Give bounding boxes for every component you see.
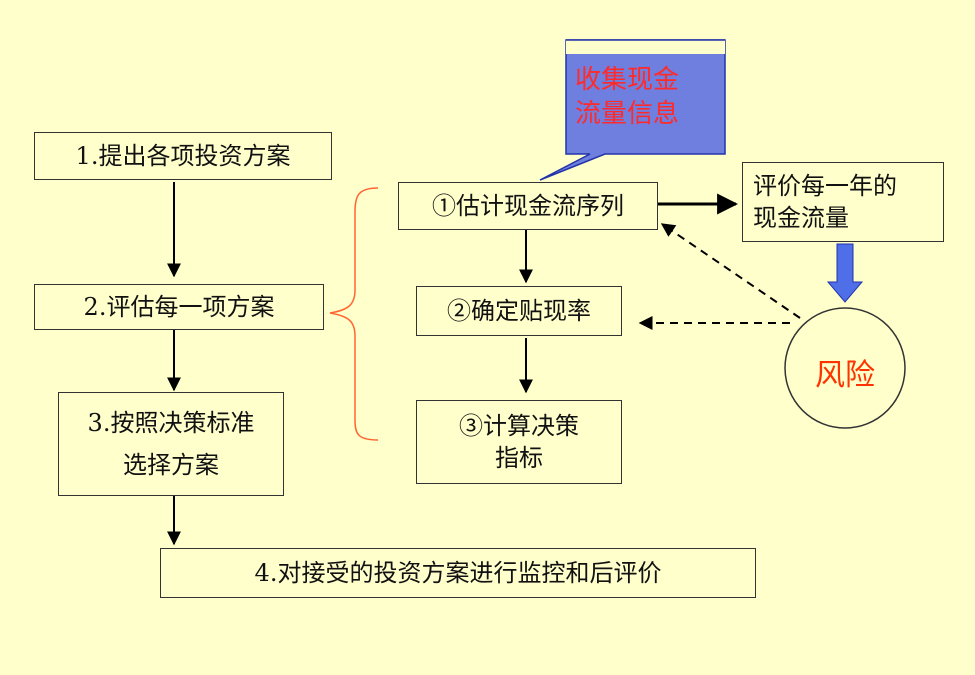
- step2-box: 2.评估每一项方案: [34, 284, 324, 330]
- sub2-label: ②确定贴现率: [447, 296, 591, 325]
- step3-box: 3.按照决策标准 选择方案: [58, 392, 284, 496]
- callout-line1: 收集现金: [575, 65, 680, 95]
- risk-label: 风险: [815, 358, 875, 393]
- sub1-box: ①估计现金流序列: [398, 182, 658, 230]
- sub3-label-line2: 指标: [495, 444, 543, 472]
- callout-text: 收集现金 流量信息: [575, 64, 679, 132]
- evaluate-label-line2: 现金流量: [753, 204, 849, 232]
- sub3-label-line1: ③计算决策: [459, 411, 579, 440]
- step3-label-line2: 选择方案: [123, 451, 219, 479]
- callout-bubble: [539, 39, 726, 181]
- callout-line2: 流量信息: [575, 98, 680, 129]
- sub1-label: ①估计现金流序列: [432, 191, 624, 220]
- step4-label: 4.对接受的投资方案进行监控和后评价: [254, 558, 662, 587]
- sub2-box: ②确定贴现率: [416, 286, 622, 336]
- evaluate-box: 评价每一年的 现金流量: [742, 162, 944, 242]
- step1-box: 1.提出各项投资方案: [34, 132, 332, 180]
- step1-label: 1.提出各项投资方案: [75, 141, 291, 170]
- curly-brace: [329, 187, 379, 441]
- callout-top-band: [566, 40, 725, 54]
- step4-box: 4.对接受的投资方案进行监控和后评价: [160, 548, 756, 598]
- sub3-box: ③计算决策 指标: [416, 400, 622, 484]
- step2-label: 2.评估每一项方案: [83, 292, 275, 321]
- evaluate-label-line1: 评价每一年的: [753, 171, 897, 200]
- risk-circle: [784, 307, 906, 429]
- step3-label-line1: 3.按照决策标准: [87, 408, 255, 437]
- blue-down-arrow: [826, 243, 864, 303]
